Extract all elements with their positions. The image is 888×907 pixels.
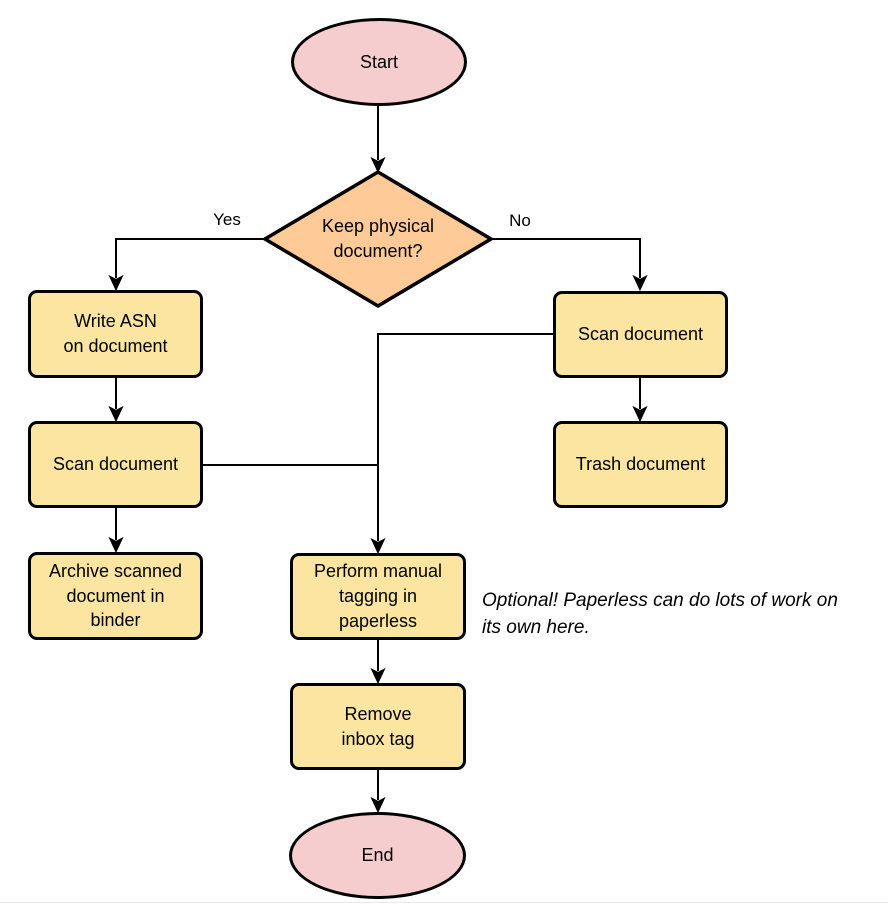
node-remove-inbox-tag: Remove inbox tag — [290, 683, 466, 770]
node-end-label: End — [361, 845, 394, 866]
node-archive-binder-label: Archive scanned document in binder — [48, 560, 183, 631]
bottom-hairline — [0, 902, 888, 903]
node-write-asn: Write ASN on document — [28, 290, 203, 378]
arrowhead-into-decision — [370, 156, 386, 174]
edge-decision-no — [491, 238, 641, 278]
arrowhead-into-archive — [108, 536, 124, 554]
node-manual-tagging-label: Perform manual tagging in paperless — [313, 561, 443, 631]
arrowhead-into-scanright — [632, 274, 648, 292]
node-write-asn-label: Write ASN on document — [63, 311, 168, 356]
node-trash-document-label: Trash document — [575, 454, 706, 475]
arrowhead-into-writeasn — [108, 274, 124, 292]
edge-decision-yes — [115, 238, 265, 278]
edge-label-no: No — [509, 211, 531, 230]
node-start-label: Start — [359, 51, 398, 72]
node-archive-binder: Archive scanned document in binder — [28, 552, 203, 640]
arrowhead-into-end — [370, 796, 386, 814]
node-scan-document-right-label: Scan document — [577, 324, 704, 345]
node-end: End — [289, 812, 466, 899]
arrowhead-into-trash — [632, 405, 648, 423]
node-scan-document-left-label: Scan document — [52, 454, 179, 475]
optional-annotation: Optional! Paperless can do lots of work … — [482, 590, 838, 638]
arrowhead-into-remove — [370, 667, 386, 685]
arrowhead-into-tagging — [370, 537, 386, 555]
node-manual-tagging: Perform manual tagging in paperless — [290, 553, 466, 640]
arrowhead-into-scanleft — [108, 405, 124, 423]
edge-scanright-to-tagging — [377, 333, 553, 541]
decision-diamond-shape — [261, 169, 495, 309]
node-decision-label: Keep physical document? — [321, 216, 435, 261]
node-trash-document: Trash document — [553, 421, 728, 508]
node-remove-inbox-tag-label: Remove inbox tag — [341, 703, 415, 749]
node-scan-document-left: Scan document — [28, 421, 203, 508]
edge-label-yes: Yes — [213, 210, 241, 229]
node-scan-document-right: Scan document — [553, 291, 728, 378]
node-start: Start — [291, 18, 467, 106]
